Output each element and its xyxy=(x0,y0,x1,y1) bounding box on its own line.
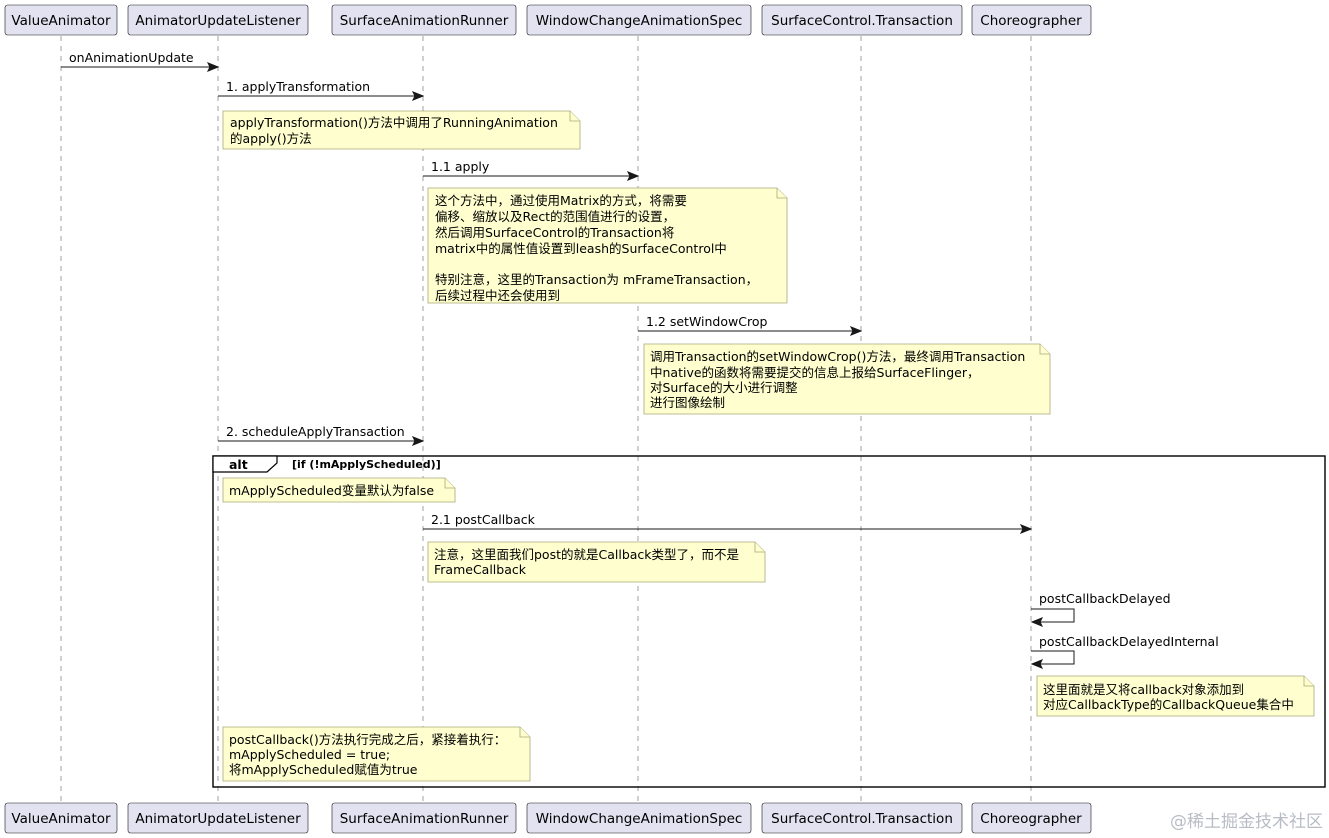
participant-surface-animation-runner: SurfaceAnimationRunner xyxy=(331,4,517,36)
participant-choreographer-bottom: Choreographer xyxy=(971,802,1092,834)
message-label: postCallbackDelayed xyxy=(1039,591,1171,606)
lifelines xyxy=(60,36,1032,802)
message-post-callback-delayed: postCallbackDelayed xyxy=(1030,591,1171,627)
participant-label: ValueAnimator xyxy=(11,13,111,29)
note-callback-queue: 这里面就是又将callback对象添加到 对应CallbackType的Call… xyxy=(1036,675,1315,717)
note-line: 将mApplyScheduled赋值为true xyxy=(229,762,418,777)
message-label: onAnimationUpdate xyxy=(69,50,194,65)
note-line: applyTransformation()方法中调用了RunningAnimat… xyxy=(230,115,558,130)
note-line: 调用Transaction的setWindowCrop()方法，最终调用Tran… xyxy=(650,349,1025,364)
note-line: 对应CallbackType的CallbackQueue集合中 xyxy=(1043,697,1294,712)
note-callback-type: 注意，这里面我们post的就是Callback类型了，而不是 FrameCall… xyxy=(427,541,766,583)
participant-label: WindowChangeAnimationSpec xyxy=(536,811,743,827)
note-apply-scheduled-default: mApplyScheduled变量默认为false xyxy=(222,477,456,503)
participant-surface-animation-runner-bottom: SurfaceAnimationRunner xyxy=(331,802,517,834)
note-post-callback-done: postCallback()方法执行完成之后，紧接着执行： mApplySche… xyxy=(222,726,531,782)
messages: onAnimationUpdate 1. applyTransformation… xyxy=(61,50,1219,669)
participant-label: Choreographer xyxy=(980,13,1082,29)
participant-label: ValueAnimator xyxy=(11,811,111,827)
message-label: postCallbackDelayedInternal xyxy=(1039,634,1219,649)
participant-choreographer: Choreographer xyxy=(971,4,1092,36)
participants-bottom: ValueAnimator AnimatorUpdateListener Sur… xyxy=(4,802,1092,834)
participant-label: SurfaceControl.Transaction xyxy=(771,13,953,29)
participant-window-change-animation-spec-bottom: WindowChangeAnimationSpec xyxy=(526,802,752,834)
message-schedule-apply-transaction: 2. scheduleApplyTransaction xyxy=(218,424,425,446)
alt-frame-guard: [if (!mApplyScheduled)] xyxy=(292,458,441,471)
message-label: 1.2 setWindowCrop xyxy=(646,314,767,329)
message-label: 1. applyTransformation xyxy=(226,79,370,94)
note-line: 这里面就是又将callback对象添加到 xyxy=(1043,682,1244,697)
message-post-callback: 2.1 postCallback xyxy=(423,512,1033,534)
note-line: postCallback()方法执行完成之后，紧接着执行： xyxy=(229,732,506,747)
message-apply: 1.1 apply xyxy=(423,159,640,181)
note-line: 注意，这里面我们post的就是Callback类型了，而不是 xyxy=(434,547,740,562)
message-post-callback-delayed-internal: postCallbackDelayedInternal xyxy=(1030,634,1219,669)
message-label: 2.1 postCallback xyxy=(431,512,536,527)
note-line: 进行图像绘制 xyxy=(650,395,725,410)
note-line: 的apply()方法 xyxy=(230,131,312,146)
message-label: 1.1 apply xyxy=(431,159,490,174)
participant-label: SurfaceAnimationRunner xyxy=(340,811,509,827)
note-line: 中native的函数将需要提交的信息上报给SurfaceFlinger， xyxy=(650,365,980,380)
note-line: 后续过程中还会使用到 xyxy=(435,288,560,303)
svg-text:applyTransformation()方法中调用了Run: applyTransformation()方法中调用了RunningAnimat… xyxy=(230,115,562,146)
svg-text:注意，这里面我们post的就是Callback类型了，而不是: 注意，这里面我们post的就是Callback类型了，而不是 FrameCall… xyxy=(434,547,743,577)
note-line: 特别注意，这里的Transaction为 mFrameTransaction， xyxy=(435,272,758,287)
note-matrix-transform: 这个方法中，通过使用Matrix的方式，将需要 偏移、缩放以及Rect的范围值进… xyxy=(427,187,788,304)
participant-surface-control-transaction: SurfaceControl.Transaction xyxy=(761,4,963,36)
participant-label: SurfaceControl.Transaction xyxy=(771,811,953,827)
note-line: matrix中的属性值设置到leash的SurfaceControl中 xyxy=(435,241,727,256)
participant-value-animator-bottom: ValueAnimator xyxy=(4,802,118,834)
alt-frame: alt [if (!mApplyScheduled)] xyxy=(212,455,1326,788)
note-line: 偏移、缩放以及Rect的范围值进行的设置， xyxy=(435,209,675,224)
participants-top: ValueAnimator AnimatorUpdateListener Sur… xyxy=(4,4,1092,36)
alt-frame-label: alt xyxy=(229,457,248,472)
notes: applyTransformation()方法中调用了RunningAnimat… xyxy=(222,110,1315,782)
note-apply-transformation: applyTransformation()方法中调用了RunningAnimat… xyxy=(222,110,581,150)
participant-label: WindowChangeAnimationSpec xyxy=(536,13,743,29)
svg-text:postCallback()方法执行完成之后，紧接着执行：: postCallback()方法执行完成之后，紧接着执行： mApplySche… xyxy=(229,732,510,777)
note-line: mApplyScheduled变量默认为false xyxy=(229,483,434,498)
participant-label: AnimatorUpdateListener xyxy=(135,13,301,29)
note-line: FrameCallback xyxy=(434,562,527,577)
participant-animator-update-listener: AnimatorUpdateListener xyxy=(127,4,309,36)
participant-animator-update-listener-bottom: AnimatorUpdateListener xyxy=(127,802,309,834)
note-line: 对Surface的大小进行调整 xyxy=(650,380,798,395)
svg-text:这个方法中，通过使用Matrix的方式，将需要: 这个方法中，通过使用Matrix的方式，将需要 偏移、缩放以及Rect的范围值进… xyxy=(435,193,762,303)
message-set-window-crop: 1.2 setWindowCrop xyxy=(638,314,863,336)
message-label: 2. scheduleApplyTransaction xyxy=(226,424,405,439)
message-apply-transformation: 1. applyTransformation xyxy=(218,79,425,101)
svg-text:调用Transaction的setWindowCrop()方: 调用Transaction的setWindowCrop()方法，最终调用Tran… xyxy=(650,349,1029,410)
svg-text:这里面就是又将callback对象添加到 对: 这里面就是又将callback对象添加到 对应CallbackType的Call… xyxy=(1043,682,1294,712)
participant-window-change-animation-spec: WindowChangeAnimationSpec xyxy=(526,4,752,36)
watermark: @稀土掘金技术社区 xyxy=(1170,812,1323,832)
note-set-window-crop: 调用Transaction的setWindowCrop()方法，最终调用Tran… xyxy=(643,343,1051,415)
note-line: 然后调用SurfaceControl的Transaction将 xyxy=(435,225,674,240)
participant-surface-control-transaction-bottom: SurfaceControl.Transaction xyxy=(761,802,963,834)
participant-label: AnimatorUpdateListener xyxy=(135,811,301,827)
participant-label: SurfaceAnimationRunner xyxy=(340,13,509,29)
note-line: 这个方法中，通过使用Matrix的方式，将需要 xyxy=(435,193,687,208)
note-line: mApplyScheduled = true; xyxy=(229,747,390,762)
participant-label: Choreographer xyxy=(980,811,1082,827)
message-on-animation-update: onAnimationUpdate xyxy=(61,50,220,72)
participant-value-animator: ValueAnimator xyxy=(4,4,118,36)
